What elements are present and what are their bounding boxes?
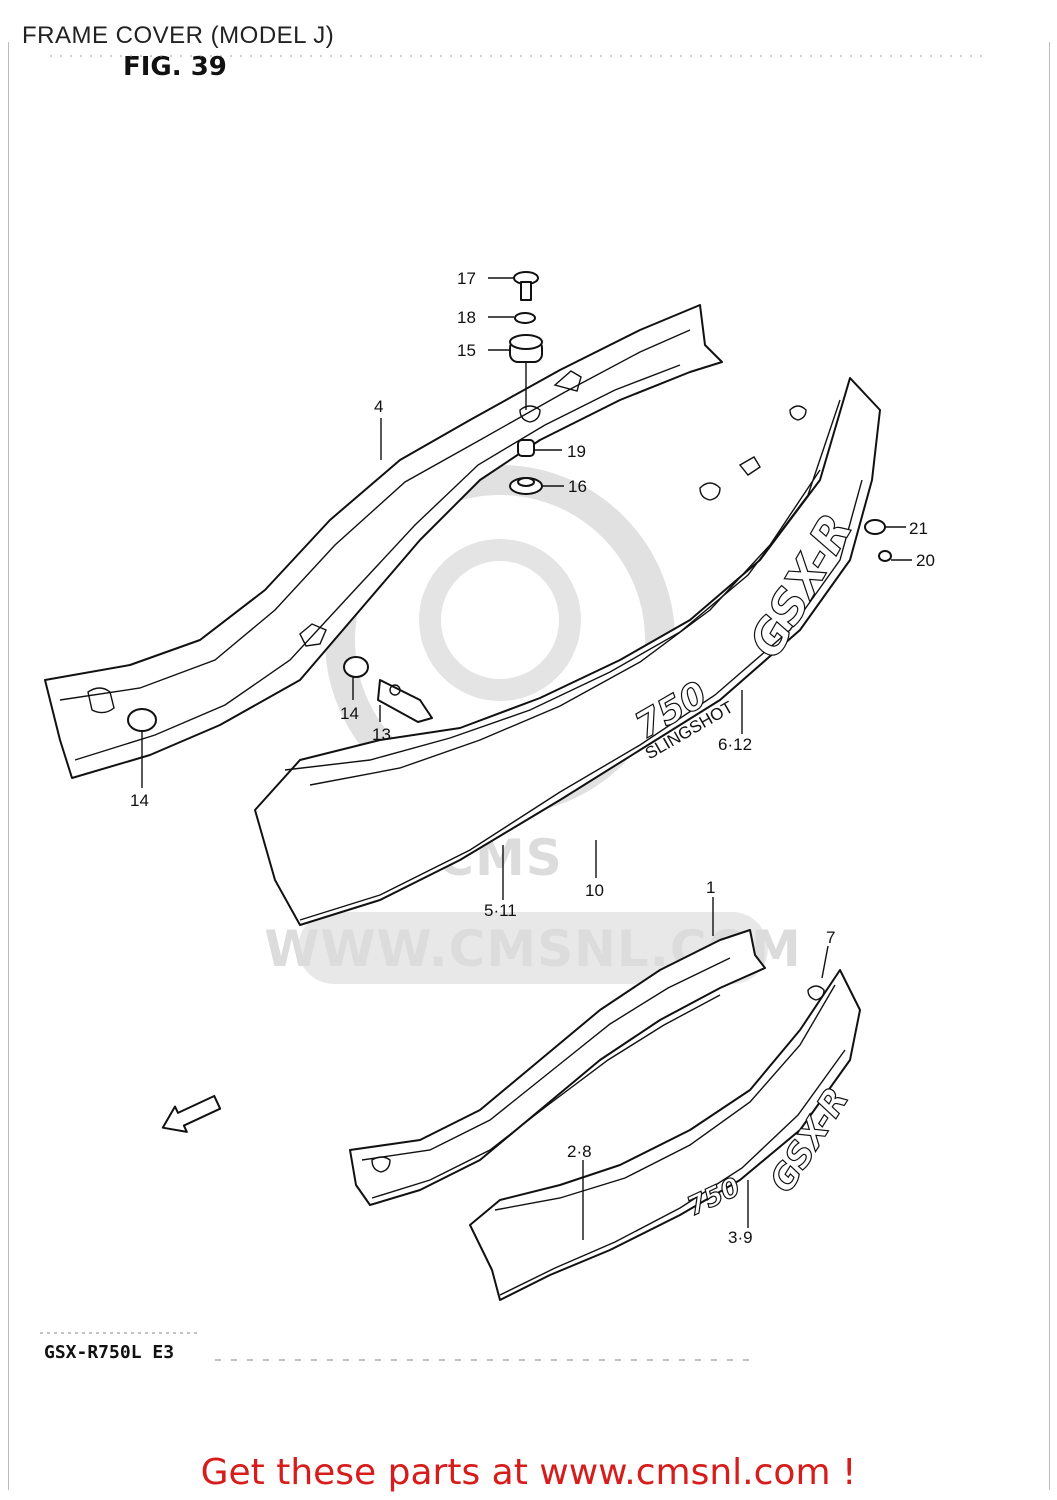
- hardware-grommet-15: [509, 334, 543, 363]
- callout-5-11: 5·11: [484, 901, 517, 920]
- callout-10: 10: [585, 881, 604, 900]
- hardware-washer-21: [864, 519, 886, 535]
- callout-4: 4: [374, 397, 383, 416]
- fwd-arrow-icon: FWD: [161, 1094, 222, 1133]
- callout-15: 15: [457, 341, 476, 360]
- callout-13: 13: [372, 725, 391, 744]
- callout-14b: 14: [130, 791, 149, 810]
- footer-cta-link[interactable]: Get these parts at www.cmsnl.com !: [200, 1452, 857, 1493]
- leader-lines: [141, 277, 912, 1240]
- watermark-logo-inner: [419, 539, 581, 701]
- callout-18: 18: [457, 308, 476, 327]
- hardware-screw-17: [513, 271, 539, 301]
- callout-21: 21: [909, 519, 928, 538]
- part-2-lower-outer-cover: GSX-R 750: [469, 969, 861, 1301]
- page-title: FRAME COVER (MODEL J): [22, 22, 335, 49]
- hardware-bracket-13: [377, 679, 433, 723]
- callout-19: 19: [567, 442, 586, 461]
- watermark-band: [298, 912, 768, 984]
- hardware-washer-18: [514, 312, 536, 324]
- callout-1: 1: [706, 878, 715, 897]
- hardware-cushion-16: [509, 477, 543, 495]
- part-4-inner-cover: [44, 304, 723, 779]
- figure-number: FIG. 39: [123, 52, 227, 82]
- callout-20: 20: [916, 551, 935, 570]
- hardware-cushion-14a: [343, 656, 369, 678]
- callout-3-9: 3·9: [728, 1228, 753, 1247]
- hardware-cushion-14b: [127, 708, 157, 732]
- callout-14a: 14: [340, 704, 359, 723]
- callout-7: 7: [826, 928, 835, 947]
- callout-2-8: 2·8: [567, 1142, 592, 1161]
- callout-17: 17: [457, 269, 476, 288]
- callout-6-12: 6·12: [718, 735, 752, 754]
- hardware-collar-19: [517, 439, 535, 457]
- part-6-outer-cover: GSX-R 750 SLINGSHOT: [254, 377, 881, 926]
- part-1-lower-inner-cover: [349, 929, 766, 1206]
- callout-16: 16: [568, 477, 587, 496]
- page-frame: [8, 42, 1050, 1490]
- hardware-screw-20: [878, 550, 892, 562]
- model-code: GSX-R750L E3: [44, 1342, 175, 1363]
